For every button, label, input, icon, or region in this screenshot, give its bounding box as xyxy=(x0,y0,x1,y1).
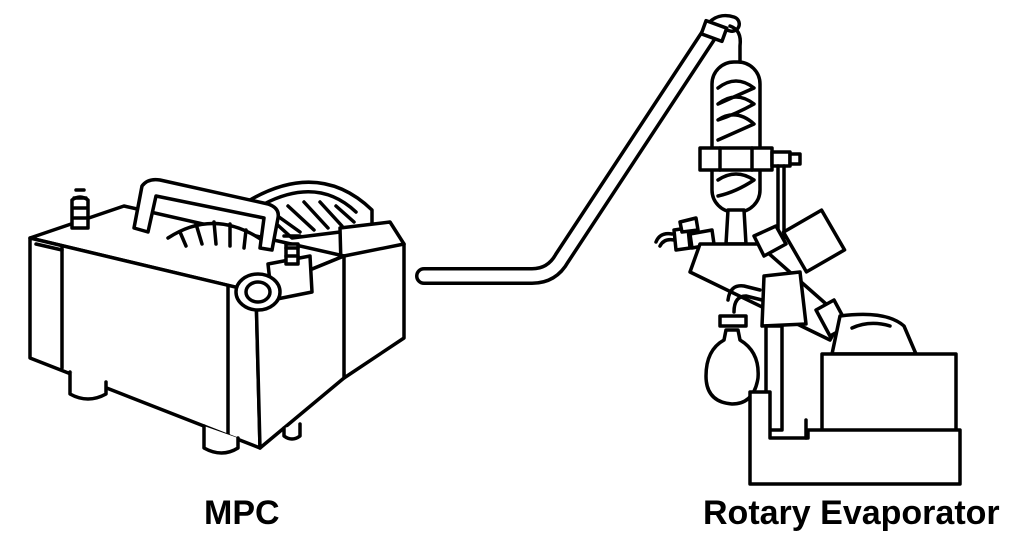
evaporating-flask xyxy=(814,298,918,356)
pump-handle xyxy=(132,177,281,252)
condenser-clamp xyxy=(698,146,802,250)
pump-inlet-nozzle xyxy=(70,188,90,230)
rotary-evaporator-illustration xyxy=(654,60,962,486)
pump-body xyxy=(28,204,346,450)
condenser xyxy=(710,60,762,246)
pump-vacuum-port xyxy=(234,234,314,312)
vacuum-hose-illustration xyxy=(415,13,743,285)
stopcock-valve xyxy=(654,216,716,252)
receiving-flask xyxy=(704,284,764,406)
diaphragm-pump-illustration xyxy=(28,177,406,455)
water-bath xyxy=(748,352,962,486)
pump-label: MPC xyxy=(204,494,280,532)
pump-feet xyxy=(68,370,302,455)
pump-right-block xyxy=(338,220,406,380)
evaporator-label: Rotary Evaporator xyxy=(703,494,1000,532)
pump-motor xyxy=(248,180,374,240)
